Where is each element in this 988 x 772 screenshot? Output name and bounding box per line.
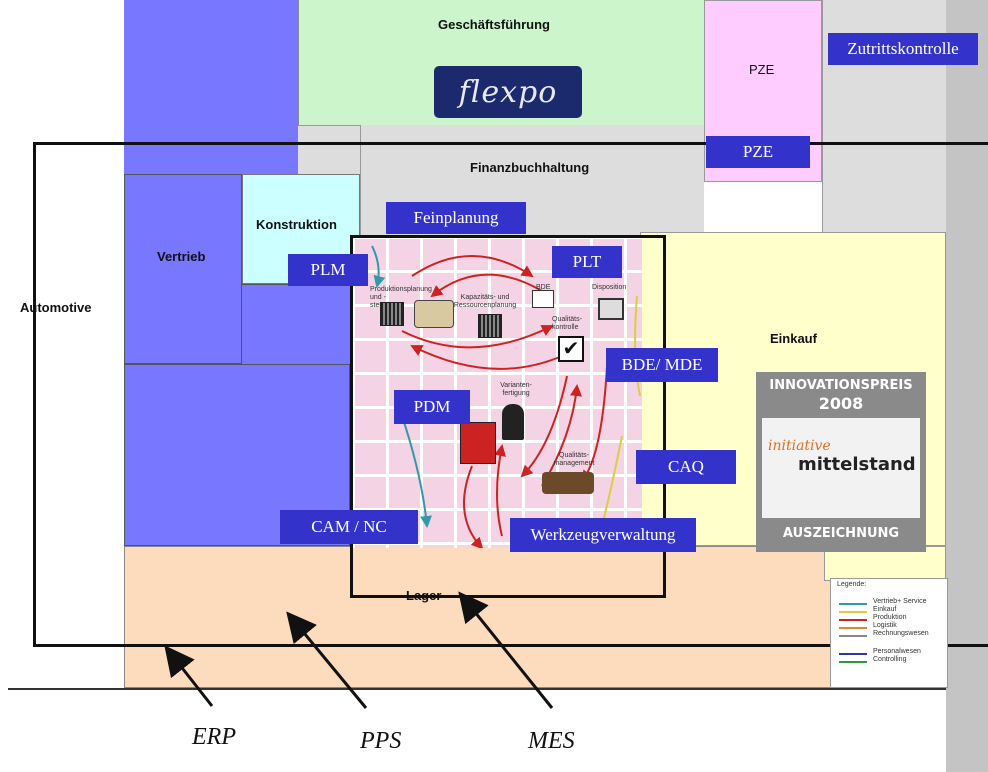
process-label-variantenfertigung: Varianten-fertigung — [500, 382, 532, 397]
process-label-qualitaetsmanagement: Qualitäts-management — [553, 452, 595, 467]
legend-label: Einkauf — [873, 606, 897, 613]
award-year: 2008 — [818, 394, 864, 413]
tag-cam-nc: CAM / NC — [280, 510, 418, 544]
worker-icon — [502, 404, 524, 440]
computer-icon — [598, 298, 624, 320]
qm-meeting-icon — [542, 472, 594, 494]
innovationspreis-badge: INNOVATIONSPREIS 2008 initiative mittels… — [756, 372, 926, 552]
checkmark-icon: ✔ — [558, 336, 584, 362]
process-label-kapazitaet: Kapazitäts- und Ressourcenplanung — [453, 294, 517, 309]
tag-werkzeugverwaltung: Werkzeugverwaltung — [510, 518, 696, 552]
tag-bde-mde: BDE/ MDE — [606, 348, 718, 382]
zone-bottom-band — [8, 688, 946, 766]
label-pze-top: PZE — [749, 62, 775, 77]
zone-vertrieb — [124, 174, 242, 364]
award-mittelstand: mittelstand — [798, 454, 916, 475]
legend: Legende: Vertrieb+ Service Einkauf Produ… — [830, 578, 948, 688]
legend-label: Rechnungswesen — [873, 630, 929, 637]
label-einkauf: Einkauf — [770, 331, 817, 346]
tag-pze: PZE — [706, 136, 810, 168]
tag-plt: PLT — [552, 246, 622, 278]
label-erp: ERP — [192, 724, 236, 750]
legend-label: Controlling — [873, 656, 907, 663]
legend-label: Logistik — [873, 622, 897, 629]
zone-vertrieb-mid — [242, 284, 352, 364]
label-vertrieb: Vertrieb — [157, 249, 206, 264]
grid-machine-icon — [478, 314, 502, 338]
tag-feinplanung: Feinplanung — [386, 202, 526, 234]
tag-plm: PLM — [288, 254, 368, 286]
legend-swatch — [839, 611, 867, 613]
label-geschaeftsfuehrung: Geschäftsführung — [438, 17, 550, 32]
process-label-bde: BDE — [536, 284, 551, 291]
legend-swatch — [839, 627, 867, 629]
tag-pdm: PDM — [394, 390, 470, 424]
legend-swatch — [839, 635, 867, 637]
legend-swatch — [839, 619, 867, 621]
legend-swatch — [839, 653, 867, 655]
zone-scroll-gutter — [946, 0, 988, 772]
process-map: Produktionsplanung und -steuerung Kapazi… — [352, 236, 642, 548]
tag-zutrittskontrolle: Zutrittskontrolle — [828, 33, 978, 65]
zone-vertrieb-upper — [124, 0, 298, 174]
award-panel: initiative mittelstand — [762, 418, 920, 518]
bde-terminal-icon — [532, 290, 554, 308]
label-finanzbuchhaltung: Finanzbuchhaltung — [470, 160, 590, 175]
legend-swatch — [839, 603, 867, 605]
award-bottom: AUSZEICHNUNG — [782, 526, 900, 541]
flexpo-logo-text: flexpo — [458, 74, 558, 110]
label-pps: PPS — [360, 728, 402, 754]
label-mes: MES — [528, 728, 575, 754]
label-konstruktion: Konstruktion — [256, 217, 337, 232]
award-initiative: initiative — [768, 438, 831, 454]
process-label-qualitaetskontrolle: Qualitäts-kontrolle — [552, 316, 582, 331]
legend-label: Produktion — [873, 614, 907, 621]
award-title: INNOVATIONSPREIS — [769, 378, 913, 393]
label-automotive: Automotive — [20, 300, 92, 315]
legend-swatch — [839, 661, 867, 663]
legend-label: Personalwesen — [873, 648, 921, 655]
legend-title: Legende: — [837, 581, 867, 588]
meeting-people-icon — [414, 300, 454, 328]
legend-label: Vertrieb+ Service — [873, 598, 927, 605]
process-label-disposition: Disposition — [592, 284, 627, 291]
tag-caq: CAQ — [636, 450, 736, 484]
cnc-machine-icon — [460, 422, 496, 464]
grid-machine-icon — [380, 302, 404, 326]
flexpo-logo: flexpo — [434, 66, 582, 118]
